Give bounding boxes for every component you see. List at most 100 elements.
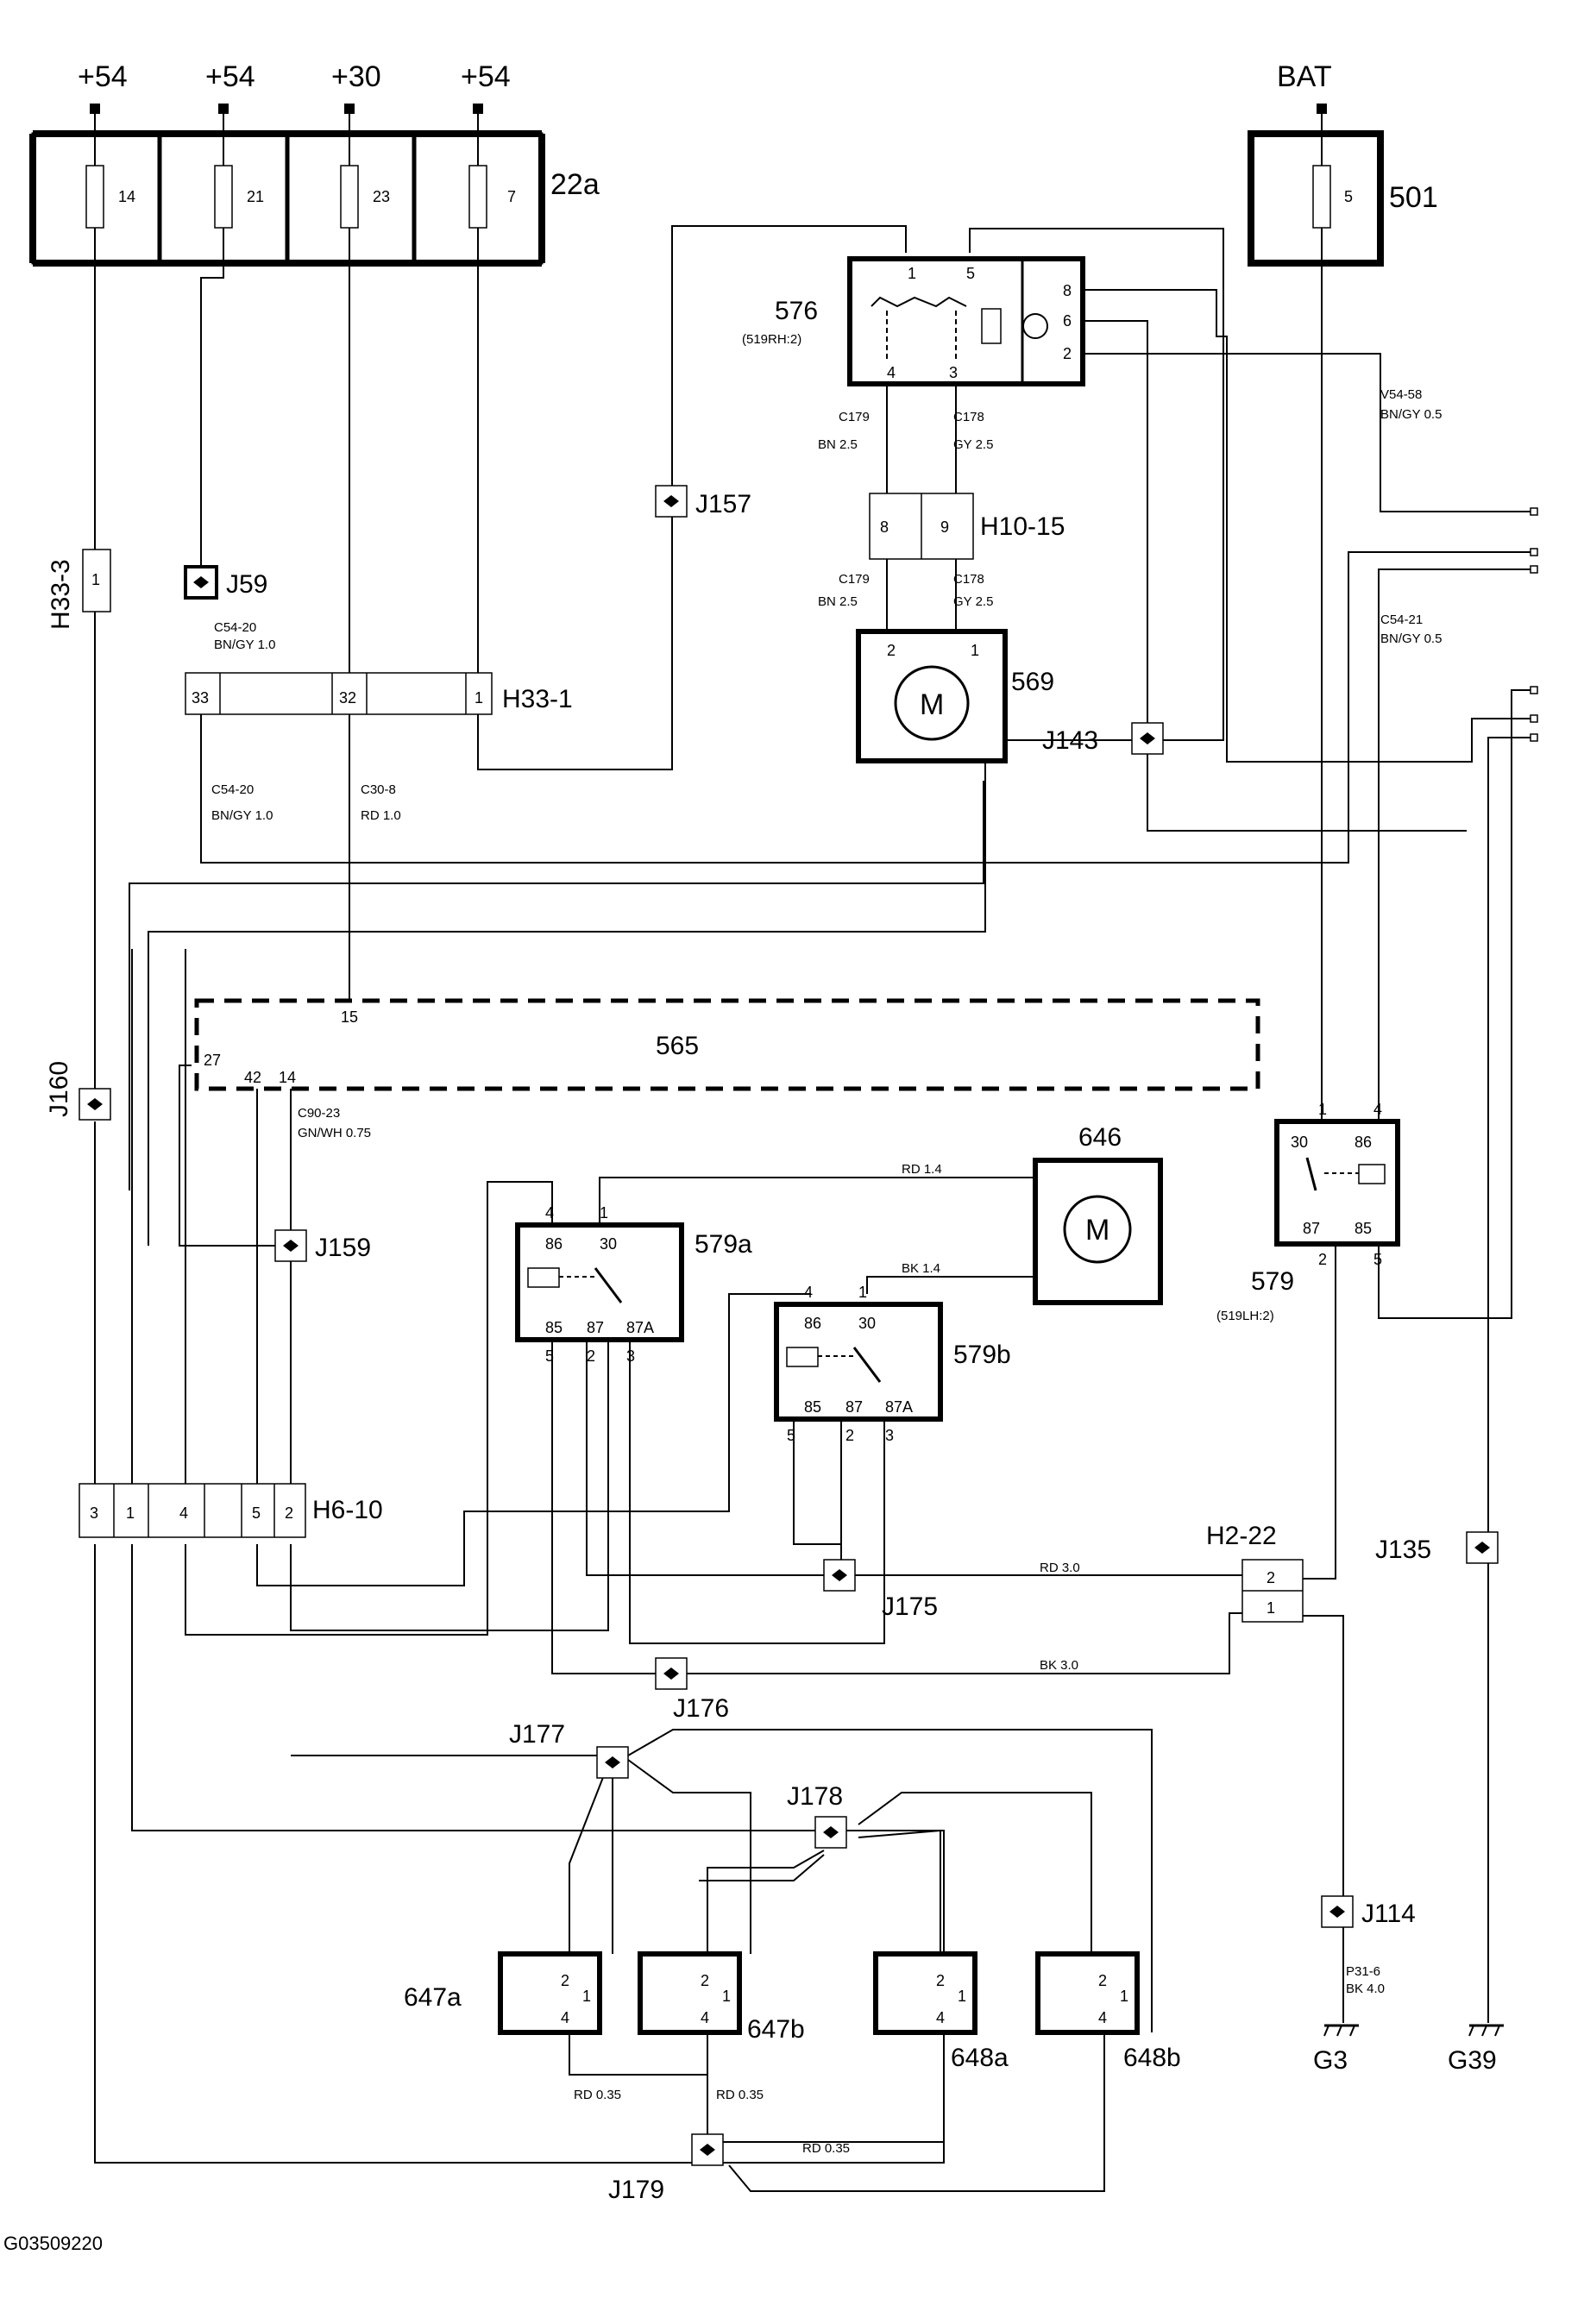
grounds: G3 G39: [1313, 2024, 1504, 2075]
wire-label: BN 2.5: [818, 594, 858, 609]
pin-label: 85: [545, 1319, 563, 1336]
svg-text:J143: J143: [1042, 726, 1098, 755]
wire-label: BN/GY 1.0: [211, 808, 273, 823]
pin-label: 86: [545, 1235, 563, 1253]
junction-j114: J114: [1321, 1895, 1416, 1928]
pin-label: 14: [279, 1069, 296, 1086]
pin-label: 2: [887, 642, 896, 659]
pin-label: 2: [1318, 1251, 1327, 1268]
svg-text:J179: J179: [608, 2176, 664, 2204]
junction-j159: J159: [274, 1229, 371, 1262]
fuse-box-22a: 14 21 23 7 22a: [29, 130, 600, 267]
svg-text:1: 1: [722, 1988, 731, 2005]
svg-text:2: 2: [1098, 1972, 1107, 1989]
junction-j160: J160: [45, 1061, 111, 1121]
wire-labels-right: V54-58 BN/GY 0.5 C54-21 BN/GY 0.5: [1380, 387, 1442, 646]
wire-label: C54-20: [211, 782, 254, 797]
pin-label: 2: [1063, 345, 1072, 362]
pin-label: 3: [885, 1427, 894, 1444]
component-label: 579b: [953, 1341, 1011, 1369]
wire-label: C90-23: [298, 1106, 340, 1121]
pin-label: 1: [1267, 1599, 1275, 1617]
junction-j176: J176: [655, 1657, 729, 1723]
ground-g3: G3: [1313, 2024, 1359, 2075]
wire-label: GY 2.5: [953, 594, 993, 609]
connector-h10-15: 8 9 H10-15: [869, 493, 1065, 560]
svg-text:J59: J59: [226, 570, 267, 599]
junction-j157: J157: [655, 485, 751, 518]
pin-label: 1: [600, 1204, 608, 1222]
motor-symbol: M: [1085, 1214, 1109, 1247]
wire-label: C179: [839, 572, 870, 587]
component-label: 565: [656, 1032, 699, 1060]
svg-text:4: 4: [1098, 2009, 1107, 2026]
relay-576: 1 5 4 3 8 6 2 576 (519RH:2): [742, 256, 1085, 386]
edge-terminals: [1530, 507, 1538, 742]
pin-label: 8: [1063, 282, 1072, 299]
svg-text:1: 1: [958, 1988, 966, 2005]
component-label: 569: [1011, 668, 1054, 696]
pin-label: 3: [90, 1504, 98, 1522]
fuse-box-label: 22a: [550, 168, 600, 201]
svg-text:4: 4: [936, 2009, 945, 2026]
wire-labels-576: C179 BN 2.5 C178 GY 2.5 C179 BN 2.5 C178…: [818, 410, 993, 609]
motor-569: M 2 1 569: [856, 629, 1054, 763]
junctions: J59 J157 J143 J160 J159 J175 J176 J177 J…: [45, 485, 1499, 2204]
pin-label: 4: [179, 1504, 188, 1522]
svg-text:1: 1: [1120, 1988, 1128, 2005]
supply-label: +54: [461, 60, 511, 93]
wire-label: C178: [953, 410, 984, 424]
pin-label: 42: [244, 1069, 261, 1086]
wire-label: RD 1.0: [361, 808, 401, 823]
pin-label: 87A: [885, 1398, 913, 1416]
svg-text:2: 2: [701, 1972, 709, 1989]
pin-label: 5: [787, 1427, 795, 1444]
component-label: 579a: [695, 1230, 752, 1259]
pin-label: 3: [626, 1347, 635, 1365]
svg-text:G3: G3: [1313, 2046, 1348, 2075]
ground-g39: G39: [1448, 2024, 1504, 2075]
fuse-number: 14: [118, 188, 135, 205]
svg-text:J135: J135: [1375, 1536, 1431, 1564]
wire-label: BK 1.4: [902, 1261, 940, 1276]
pin-label: 87A: [626, 1319, 654, 1336]
fuse-box-label: 501: [1389, 181, 1438, 214]
pin-label: 1: [858, 1284, 867, 1301]
pin-label: 1: [91, 571, 100, 588]
svg-text:J175: J175: [882, 1592, 938, 1621]
supply-label: +54: [78, 60, 128, 93]
svg-text:648a: 648a: [951, 2044, 1009, 2072]
wire-label: GN/WH 0.75: [298, 1126, 371, 1140]
pin-label: 86: [1355, 1134, 1372, 1151]
wire-label: RD 1.4: [902, 1162, 942, 1177]
component-sublabel: (519LH:2): [1216, 1309, 1274, 1323]
svg-text:G39: G39: [1448, 2046, 1497, 2075]
junction-j135: J135: [1375, 1531, 1499, 1564]
wire-label: BN/GY 0.5: [1380, 407, 1442, 422]
junction-j59: J59: [184, 565, 267, 600]
supply-label: BAT: [1277, 60, 1332, 93]
relay-579a: 86 30 85 87 87A 4 1 5 2 3 579a: [515, 1204, 752, 1365]
svg-text:4: 4: [561, 2009, 569, 2026]
wire-label: C178: [953, 572, 984, 587]
wire-label: C30-8: [361, 782, 396, 797]
pin-label: 8: [880, 518, 889, 536]
fuse-number: 7: [507, 188, 516, 205]
pin-label: 5: [966, 265, 975, 282]
pin-label: 1: [475, 689, 483, 707]
pin-label: 1: [126, 1504, 135, 1522]
wire-label: RD 0.35: [716, 2088, 764, 2102]
junction-j179: J179: [608, 2133, 724, 2204]
wire-label: V54-58: [1380, 387, 1422, 402]
wire-label: BN/GY 1.0: [214, 638, 275, 652]
connector-label: H33-1: [502, 685, 573, 713]
wire-label: RD 0.35: [574, 2088, 621, 2102]
wire-label: RD 0.35: [802, 2141, 850, 2156]
connector-label: H10-15: [980, 512, 1065, 541]
pin-label: 33: [192, 689, 209, 707]
pin-label: 1: [971, 642, 979, 659]
connector-label: H33-3: [47, 559, 75, 630]
